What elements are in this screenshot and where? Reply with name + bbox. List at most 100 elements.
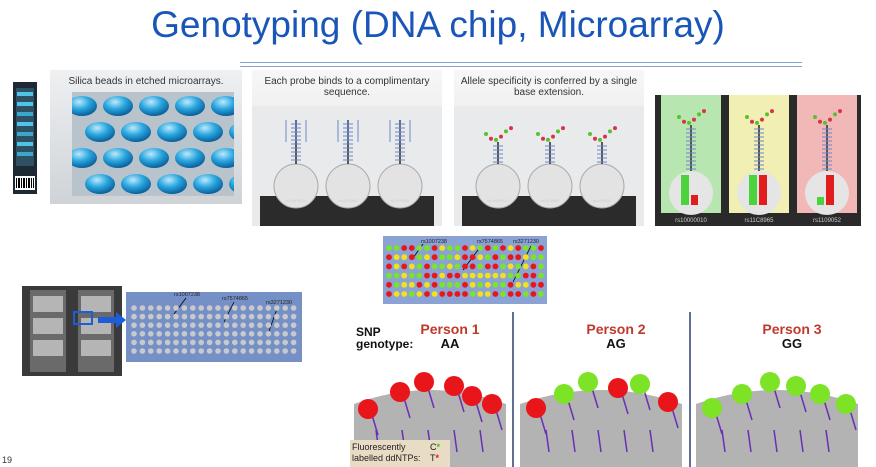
green-label-dot <box>836 394 856 414</box>
array-spot <box>416 254 423 261</box>
array-spot <box>248 313 255 320</box>
array-spot <box>164 348 171 354</box>
array-spot <box>148 322 154 328</box>
array-spot <box>282 348 288 354</box>
array-spot <box>401 291 408 297</box>
array-spot <box>139 322 146 328</box>
person-3-label: Person 3 <box>762 321 822 337</box>
green-label-dot <box>760 372 780 392</box>
probe-stalk <box>453 429 458 453</box>
array-spot <box>181 322 188 328</box>
label-molecule <box>687 120 691 125</box>
array-spot <box>223 305 230 311</box>
array-spot <box>215 305 221 311</box>
array-spot <box>173 339 179 346</box>
array-spot <box>173 313 179 320</box>
array-spot <box>424 272 430 279</box>
array-spot <box>139 339 146 346</box>
array-spot <box>522 254 529 261</box>
red-label-dot <box>658 392 678 412</box>
label-molecule <box>838 109 842 114</box>
array-spot <box>282 305 288 311</box>
array-spot <box>446 281 453 288</box>
array-spot <box>139 305 146 311</box>
array-spot <box>401 263 408 270</box>
array-label: rs3271230 <box>513 239 539 245</box>
probe-stalk <box>539 413 547 435</box>
array-spot <box>131 313 137 320</box>
label-molecule <box>828 117 832 122</box>
array-spot <box>240 348 246 354</box>
label-molecule <box>556 129 560 134</box>
array-spot <box>507 281 514 288</box>
array-spot <box>462 281 468 288</box>
label-molecule <box>760 117 764 122</box>
red-label-dot <box>608 378 628 398</box>
array-spot <box>484 281 491 288</box>
bead <box>211 148 234 168</box>
probe-stalk <box>715 413 723 435</box>
array-spot <box>477 245 484 251</box>
legend-t: T <box>430 453 436 463</box>
probe-stalk <box>545 429 550 453</box>
array-spot <box>454 291 461 297</box>
array-spot <box>248 322 255 328</box>
array-spot <box>431 245 438 251</box>
array-spot <box>215 348 221 354</box>
array-spot <box>492 245 499 251</box>
legend-c-star: * <box>436 442 441 452</box>
array-spot <box>416 263 423 270</box>
array-spot <box>386 272 392 279</box>
array-spot <box>139 348 146 354</box>
array-spot <box>223 339 230 346</box>
array-spot <box>148 331 154 337</box>
svg-text:rs11C8965: rs11C8965 <box>540 198 560 203</box>
array-spot <box>469 272 476 279</box>
beads-caption: Silica beads in etched microarrays. <box>68 76 224 87</box>
array-spot <box>139 331 146 337</box>
array-spot <box>240 305 246 311</box>
array-spot <box>156 313 162 320</box>
red-label-dot <box>444 376 464 396</box>
green-label-dot <box>810 384 830 404</box>
array-spot <box>131 322 137 328</box>
array-spot <box>416 291 423 297</box>
label-molecule <box>755 120 759 125</box>
bead <box>175 96 205 116</box>
array-spot <box>431 272 438 279</box>
array-spot <box>190 339 196 346</box>
array-spot <box>446 263 453 270</box>
array-spot <box>538 254 544 261</box>
array-spot <box>148 348 154 354</box>
array-spot <box>416 272 423 279</box>
bead <box>72 148 97 168</box>
probe-stalk <box>621 393 629 415</box>
array-spot <box>282 331 288 337</box>
array-spot <box>424 281 430 288</box>
array-spot <box>507 263 514 270</box>
probe-stalk <box>457 391 465 413</box>
label-molecule <box>818 119 822 124</box>
array-spot <box>290 322 297 328</box>
label-molecule <box>833 112 837 117</box>
array-spot <box>439 272 446 279</box>
label-molecule <box>823 120 827 125</box>
green-label-dot <box>732 384 752 404</box>
svg-text:rs1109052: rs1109052 <box>813 218 842 224</box>
probe-stalk <box>371 414 379 436</box>
array-spot <box>265 305 272 311</box>
array-spot <box>190 322 196 328</box>
array-spot <box>290 348 297 354</box>
array-spot <box>477 291 484 297</box>
bead <box>121 174 151 194</box>
array-spot <box>538 291 544 297</box>
array-spot <box>223 322 230 328</box>
array-spot <box>290 331 297 337</box>
array-spot <box>240 313 246 320</box>
array-spot <box>156 305 162 311</box>
label-molecule <box>489 136 493 141</box>
array-spot <box>156 322 162 328</box>
array-spot <box>439 281 446 288</box>
probe-stalk <box>475 401 483 423</box>
array-spot <box>393 272 400 279</box>
